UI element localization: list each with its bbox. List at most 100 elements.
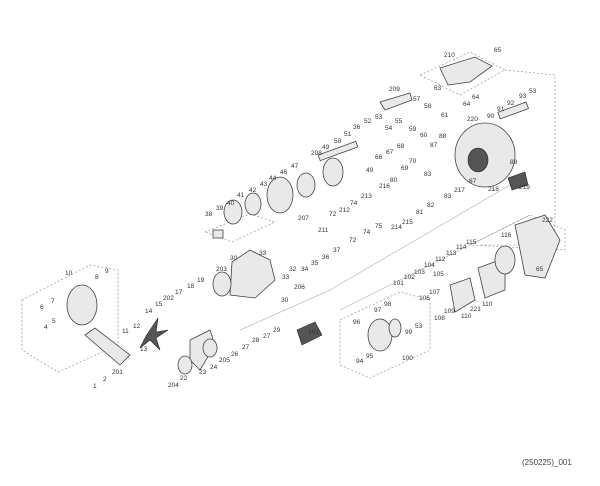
side-plate-part xyxy=(229,249,276,299)
part-label-151: 151 xyxy=(308,329,319,336)
top-cover-part xyxy=(439,56,493,86)
part-label-99: 99 xyxy=(405,329,413,336)
part-label-24: 24 xyxy=(210,364,218,371)
part-label-213: 213 xyxy=(361,193,372,200)
part-label-29: 29 xyxy=(273,327,281,334)
part-label-64: 64 xyxy=(463,101,471,108)
part-label-66: 66 xyxy=(375,154,383,161)
part-label-88: 88 xyxy=(439,133,447,140)
part-label-23: 23 xyxy=(199,369,207,376)
click-part xyxy=(507,171,529,191)
part-label-221: 221 xyxy=(470,306,481,313)
part-label-92: 92 xyxy=(507,100,515,107)
part-label-216: 216 xyxy=(379,183,390,190)
part-label-33: 33 xyxy=(259,250,267,257)
frame-guide-line xyxy=(480,69,556,246)
worm-shaft-part xyxy=(497,101,529,120)
diagram-caption: (250225)_001 xyxy=(522,458,572,467)
star-drag-part xyxy=(139,317,169,351)
part-label-55: 55 xyxy=(395,118,403,125)
part-label-37: 37 xyxy=(333,247,341,254)
star-gear-part xyxy=(322,157,344,187)
part-label-106: 106 xyxy=(419,295,430,302)
part-label-209: 209 xyxy=(389,86,400,93)
part-label-70: 70 xyxy=(409,158,417,165)
bearing-ring-part xyxy=(202,338,218,358)
bearing-part xyxy=(212,229,224,239)
part-label-17: 17 xyxy=(175,289,183,296)
part-label-36: 36 xyxy=(322,254,330,261)
part-label-49: 49 xyxy=(322,144,330,151)
part-label-206: 206 xyxy=(294,284,305,291)
part-label-2: 2 xyxy=(103,376,107,383)
part-label-61: 61 xyxy=(441,112,449,119)
part-label-53: 53 xyxy=(529,88,537,95)
part-label-54: 54 xyxy=(385,125,393,132)
part-label-87: 87 xyxy=(469,178,477,185)
part-label-65: 65 xyxy=(494,47,502,54)
part-label-58: 58 xyxy=(424,103,432,110)
part-label-7: 7 xyxy=(51,298,55,305)
part-label-4: 4 xyxy=(44,324,48,331)
part-label-214: 214 xyxy=(391,224,402,231)
part-label-36: 36 xyxy=(353,124,361,131)
part-label-9: 9 xyxy=(105,268,109,275)
part-label-103: 103 xyxy=(414,269,425,276)
part-label-90: 90 xyxy=(487,113,495,120)
part-label-205: 205 xyxy=(219,357,230,364)
part-label-42: 42 xyxy=(249,187,257,194)
part-label-52: 52 xyxy=(364,118,372,125)
handle-knob-part xyxy=(66,284,98,326)
main-gear-part xyxy=(266,176,294,214)
part-label-33: 33 xyxy=(282,274,290,281)
part-label-97: 97 xyxy=(374,307,382,314)
part-label-98: 98 xyxy=(384,301,392,308)
part-label-207: 207 xyxy=(298,215,309,222)
part-label-34: 34 xyxy=(301,266,309,273)
part-label-65: 65 xyxy=(536,266,544,273)
part-label-204: 204 xyxy=(168,382,179,389)
part-label-5: 5 xyxy=(52,318,56,325)
part-label-218: 218 xyxy=(488,186,499,193)
part-label-41: 41 xyxy=(237,192,245,199)
part-label-114: 114 xyxy=(456,244,467,251)
part-label-15: 15 xyxy=(155,301,163,308)
part-label-63: 63 xyxy=(434,85,442,92)
part-label-60: 60 xyxy=(420,132,428,139)
part-label-208: 208 xyxy=(311,150,322,157)
part-label-104: 104 xyxy=(424,262,435,269)
part-label-69: 69 xyxy=(401,165,409,172)
part-label-10: 10 xyxy=(65,270,73,277)
part-label-82: 82 xyxy=(427,202,435,209)
part-label-80: 80 xyxy=(390,177,398,184)
part-label-219: 219 xyxy=(519,184,530,191)
part-label-30: 30 xyxy=(281,297,289,304)
part-label-212: 212 xyxy=(339,207,350,214)
part-label-11: 11 xyxy=(122,328,129,335)
part-label-94: 94 xyxy=(356,358,364,365)
part-label-50: 50 xyxy=(334,138,342,145)
clutch-plate-part xyxy=(223,199,243,225)
part-label-81: 81 xyxy=(416,209,424,216)
part-label-100: 100 xyxy=(402,355,413,362)
drag-washer-part xyxy=(244,192,262,216)
assembly-group-boxes xyxy=(21,51,566,379)
part-label-44: 44 xyxy=(269,175,277,182)
part-label-201: 201 xyxy=(112,369,123,376)
part-label-39: 39 xyxy=(216,205,224,212)
part-label-72: 72 xyxy=(329,211,337,218)
washer-part xyxy=(296,172,316,198)
part-label-22: 22 xyxy=(180,375,188,382)
part-label-72: 72 xyxy=(349,237,357,244)
part-label-116: 116 xyxy=(501,232,512,239)
pinion-shaft-part xyxy=(317,140,359,162)
part-label-13: 13 xyxy=(140,346,148,353)
part-label-211: 211 xyxy=(318,227,329,234)
part-label-110: 110 xyxy=(482,301,493,308)
part-label-43: 43 xyxy=(260,181,268,188)
part-label-32: 32 xyxy=(289,266,297,273)
part-label-53: 53 xyxy=(375,114,383,121)
part-label-1: 1 xyxy=(93,383,97,390)
